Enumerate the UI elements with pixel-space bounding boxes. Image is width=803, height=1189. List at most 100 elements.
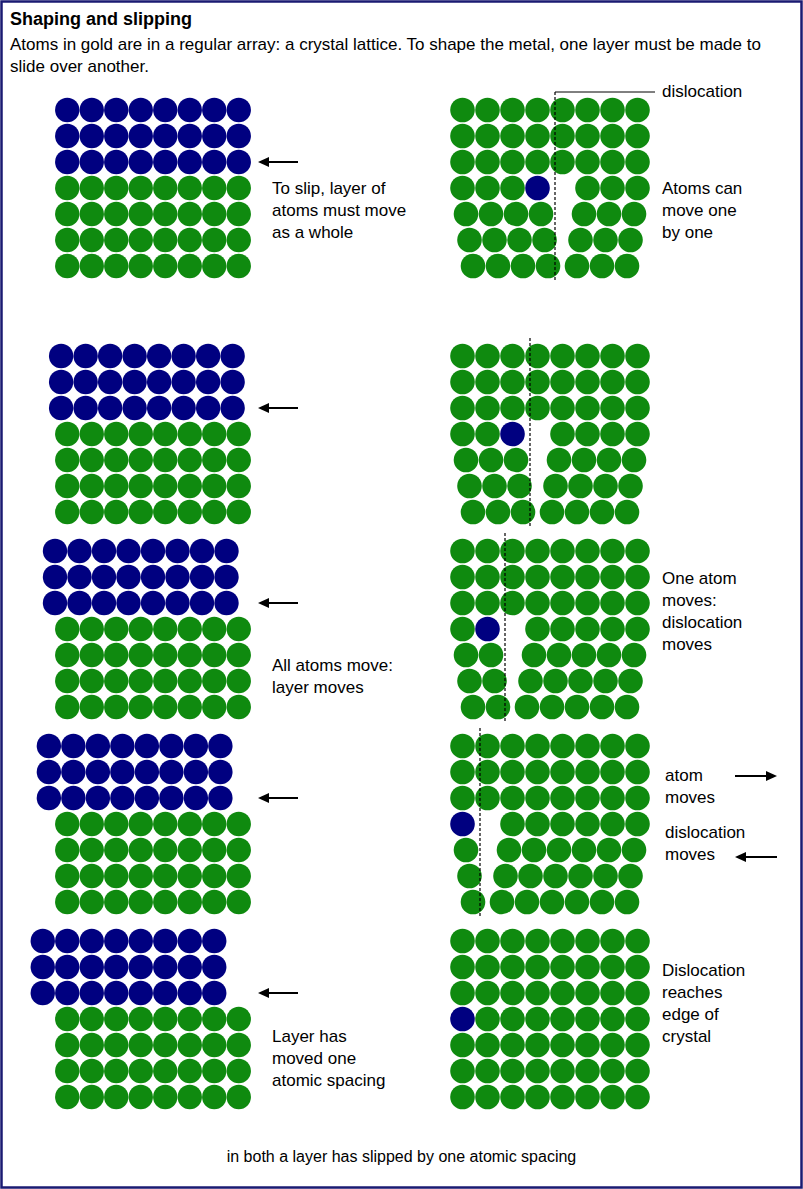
atom [550, 955, 575, 980]
atom [486, 500, 511, 525]
atom [202, 812, 226, 836]
atom [593, 474, 618, 499]
atom [104, 474, 128, 498]
atom [178, 695, 202, 719]
atom [227, 838, 251, 862]
atom [135, 760, 159, 784]
atom [500, 98, 525, 123]
atom [618, 474, 643, 499]
atom [568, 228, 593, 253]
atom [600, 760, 625, 785]
atom [37, 760, 61, 784]
atom [129, 422, 153, 446]
atom [153, 1085, 177, 1109]
atom [135, 786, 159, 810]
atom [31, 955, 55, 979]
atom [454, 202, 479, 227]
atom [575, 929, 600, 954]
atom [67, 539, 91, 563]
atom [153, 422, 177, 446]
atom [482, 669, 507, 694]
atom [593, 669, 618, 694]
atom [525, 786, 550, 811]
atom [504, 448, 529, 473]
atom [135, 734, 159, 758]
atom [80, 643, 104, 667]
dislocation-label: dislocation [662, 81, 792, 103]
atom [550, 150, 575, 175]
atom [55, 176, 79, 200]
atom [104, 643, 128, 667]
atom [202, 124, 226, 148]
atom [540, 695, 565, 720]
atom [104, 228, 128, 252]
annotation-text: To slip, layer of atoms must move as a w… [272, 178, 422, 244]
atom [493, 864, 518, 889]
atom [500, 539, 525, 564]
annotation-text: One atom moves: dislocation moves [662, 568, 762, 656]
atom [159, 760, 183, 784]
atom [171, 344, 195, 368]
atom [500, 734, 525, 759]
atom [475, 955, 500, 980]
atom [525, 1033, 550, 1058]
atom [550, 565, 575, 590]
atom [618, 228, 643, 253]
atom [104, 695, 128, 719]
atom [536, 254, 561, 279]
atom [202, 1059, 226, 1083]
atom [227, 228, 251, 252]
atom [171, 370, 195, 394]
arrow-shaft [266, 407, 298, 409]
atom [104, 864, 128, 888]
atom [202, 617, 226, 641]
atom [486, 695, 511, 720]
atom [625, 150, 650, 175]
atom [500, 929, 525, 954]
atom [590, 254, 615, 279]
atom [129, 955, 153, 979]
dislocated-lattice [450, 98, 650, 279]
atom [450, 396, 475, 421]
atom [525, 565, 550, 590]
atom [500, 150, 525, 175]
atom [575, 812, 600, 837]
atom [475, 617, 500, 642]
atom [454, 448, 479, 473]
atom [450, 124, 475, 149]
atom [500, 812, 525, 837]
atom [202, 448, 226, 472]
atom [227, 448, 251, 472]
annotation-text: dislocation moves [665, 822, 765, 866]
atom [575, 981, 600, 1006]
atom [129, 150, 153, 174]
atom [129, 1085, 153, 1109]
atom [600, 1007, 625, 1032]
atom [475, 1033, 500, 1058]
atom [575, 422, 600, 447]
atom [55, 1059, 79, 1083]
atom [80, 448, 104, 472]
atom [55, 617, 79, 641]
dislocation-line [554, 92, 555, 282]
atom [129, 929, 153, 953]
atom [625, 344, 650, 369]
atom [37, 734, 61, 758]
atom [49, 344, 73, 368]
atom [31, 981, 55, 1005]
annotation-text: atom moves [665, 765, 735, 809]
atom [593, 228, 618, 253]
atom [129, 254, 153, 278]
atom [227, 812, 251, 836]
atom [500, 786, 525, 811]
atom [475, 539, 500, 564]
atom [547, 448, 572, 473]
atom [37, 786, 61, 810]
atom [450, 929, 475, 954]
atom [80, 1033, 104, 1057]
atom [475, 124, 500, 149]
atom [590, 890, 615, 915]
atom [61, 786, 85, 810]
atom [55, 500, 79, 524]
atom [568, 474, 593, 499]
